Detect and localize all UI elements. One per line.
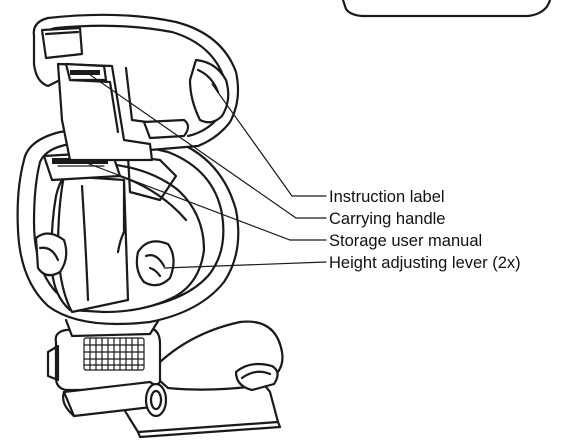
- headrest: [32, 13, 240, 162]
- cropped-top-element: [341, 0, 552, 18]
- vent-grill: [83, 337, 145, 371]
- leader-carrying-handle: [85, 71, 327, 219]
- leader-storage-manual: [83, 161, 327, 241]
- height-adjusting-lever-text: Height adjusting lever (2x): [329, 254, 521, 272]
- instruction-label-text: Instruction label: [329, 188, 445, 206]
- left-height-lever: [34, 232, 68, 277]
- callout-lines: [83, 71, 327, 269]
- leader-height-lever: [163, 261, 327, 269]
- right-height-lever: [135, 240, 175, 287]
- leader-instruction-label: [211, 83, 327, 197]
- seat-base: [46, 320, 284, 439]
- carrying-handle-text: Carrying handle: [329, 210, 445, 228]
- instruction-label-panel: [188, 58, 230, 124]
- storage-user-manual-text: Storage user manual: [329, 232, 482, 250]
